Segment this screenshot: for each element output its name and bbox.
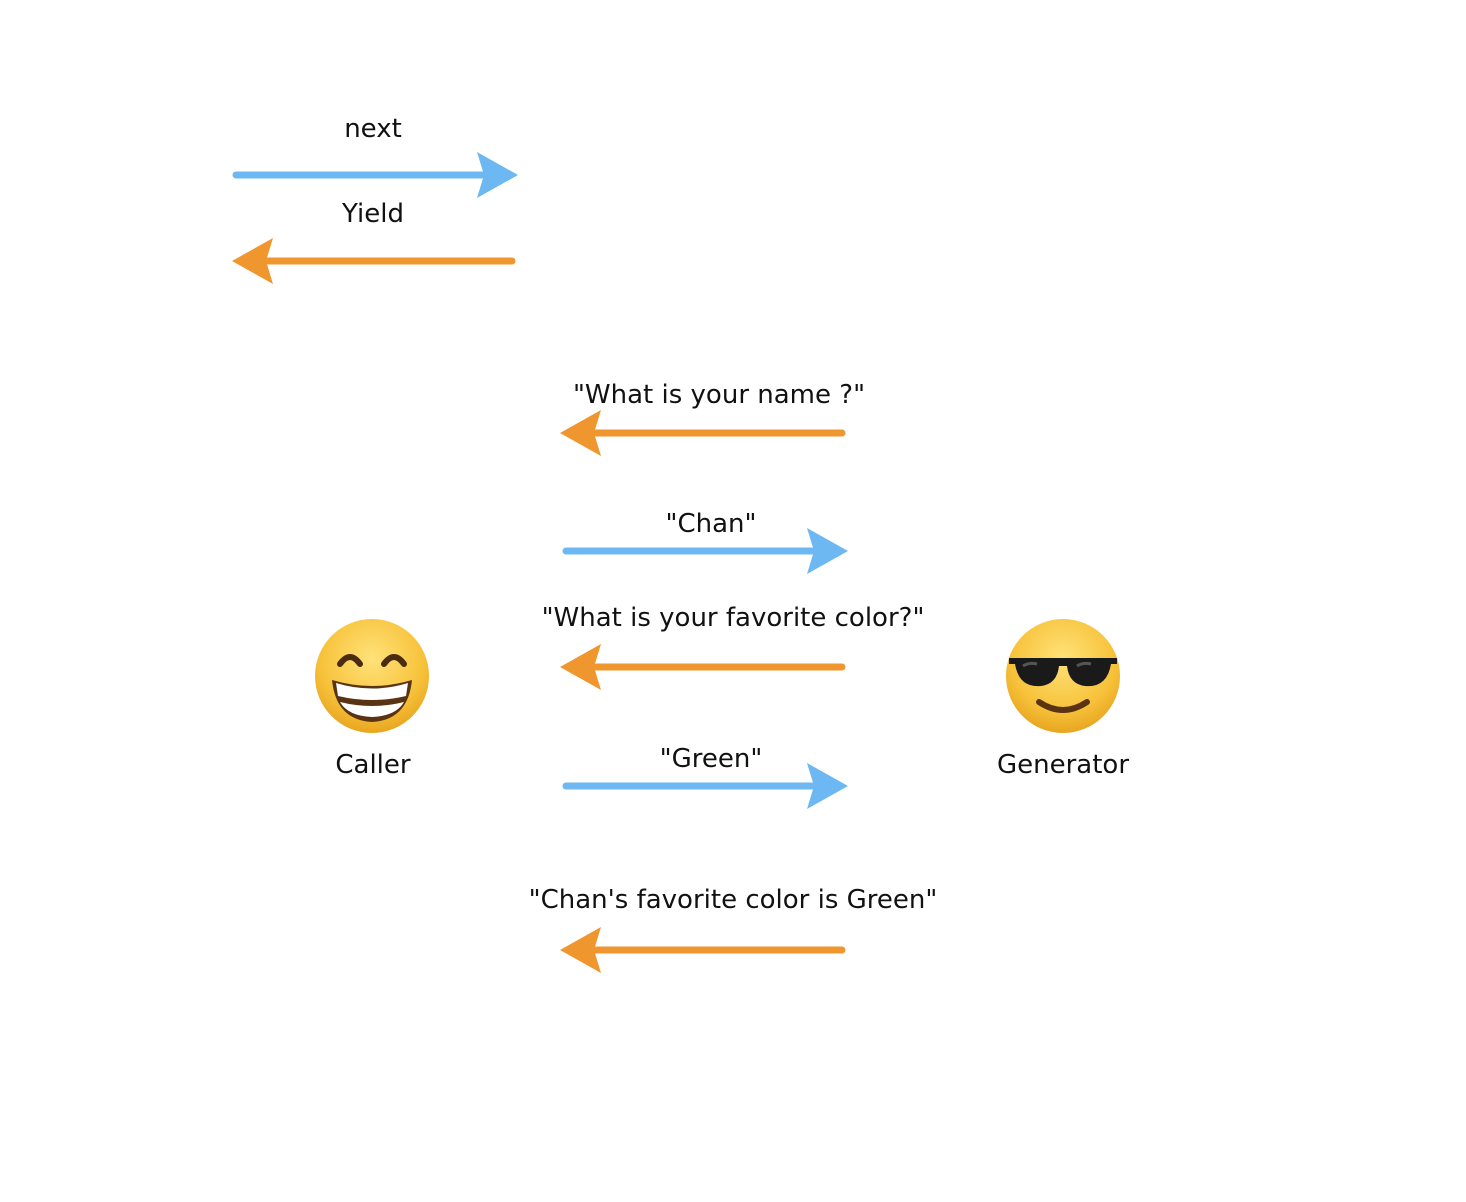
sunglasses-face-icon <box>1006 619 1120 733</box>
next-arrow-legend <box>232 152 518 198</box>
message-label-1: "What is your name ?" <box>572 380 866 410</box>
message-label-2: "Chan" <box>665 509 757 539</box>
legend-yield-label: Yield <box>342 199 404 229</box>
generator-label: Generator <box>996 750 1130 780</box>
grinning-face-icon <box>315 619 429 733</box>
yield-arrow-5 <box>560 927 846 973</box>
message-label-3: "What is your favorite color?" <box>541 603 925 633</box>
yield-arrow-1 <box>560 410 846 456</box>
caller-label: Caller <box>335 750 411 780</box>
message-label-4: "Green" <box>659 744 763 774</box>
message-label-5: "Chan's favorite color is Green" <box>528 885 938 915</box>
next-arrow-4 <box>562 763 848 809</box>
yield-arrow-3 <box>560 644 846 690</box>
next-arrow-2 <box>562 528 848 574</box>
legend-next-label: next <box>344 114 402 144</box>
yield-arrow-legend <box>232 238 516 284</box>
